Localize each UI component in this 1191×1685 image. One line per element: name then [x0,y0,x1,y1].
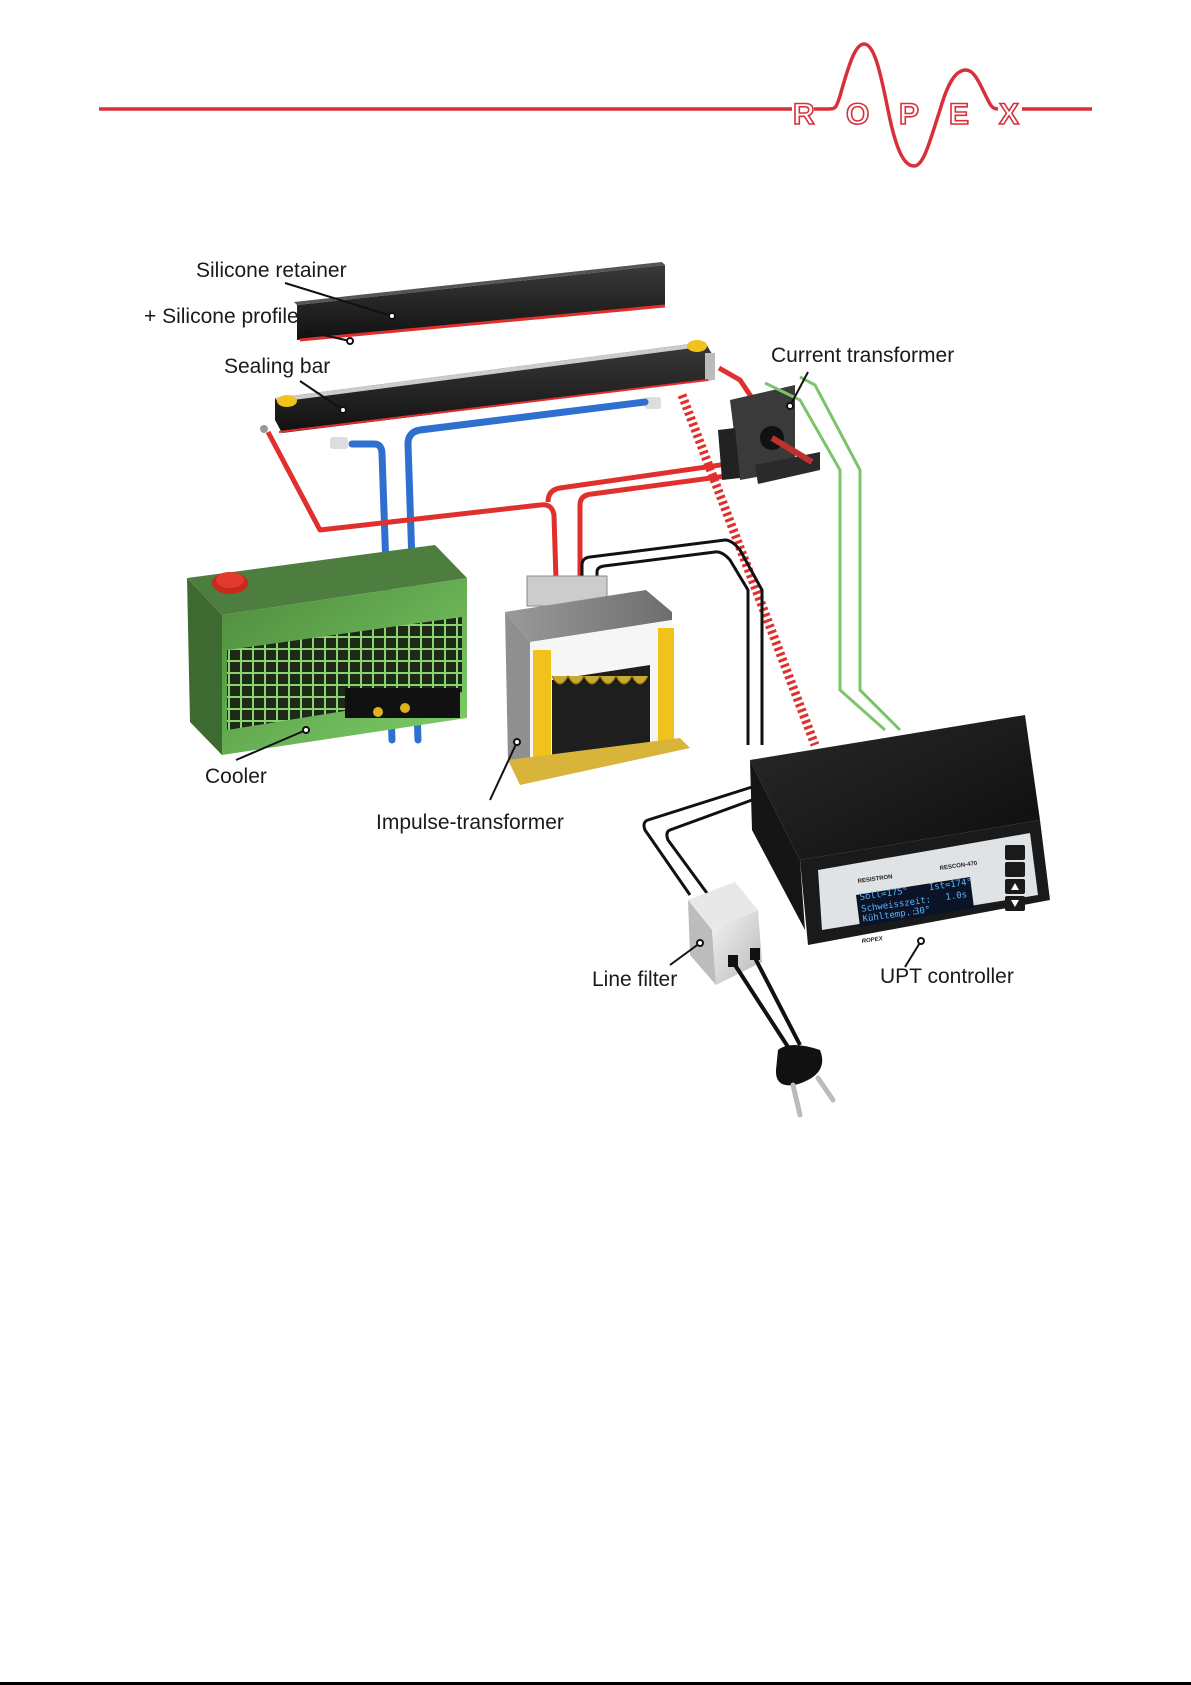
display-line-cool-value: 30° [914,905,931,917]
ropex-logo: R O P E X [784,42,1022,168]
logo-letter-o: O [846,98,869,131]
label-impulse-transformer: Impulse-transformer [376,811,564,834]
impulse-transformer-body [505,575,690,785]
sealing-bar [260,340,715,449]
page-bottom-rule [0,1682,1191,1685]
control-wires [580,538,764,901]
controller-brand-left: RESISTRON [857,874,893,885]
enter-button-icon [1005,862,1025,877]
current-transformer-body [718,385,820,484]
label-silicone-profile: + Silicone profile [144,305,299,328]
display-line-weld-value: 1.0s [945,890,968,903]
silicone-retainer [294,262,666,342]
coolant-hoses [348,398,649,744]
logo-letter-p: P [899,98,919,131]
label-current-transformer: Current transformer [771,344,955,367]
upt-controller-body: RESISTRON RESCON-470 ROPEX Soll=175° Ist… [750,715,1050,945]
controller-maker: ROPEX [861,936,884,945]
down-arrow-icon [1011,900,1019,907]
loop-icon [1005,845,1025,860]
logo-wave [784,42,1020,168]
coiled-cable [677,393,820,747]
leader-lines [235,282,925,968]
cooler-body [187,545,467,755]
label-cooler: Cooler [205,765,267,788]
logo-letter-r: R [793,98,815,131]
label-silicone-retainer: Silicone retainer [196,259,347,282]
up-arrow-icon [1011,883,1019,890]
controller-brand-right: RESCON-470 [939,861,978,872]
label-line-filter: Line filter [592,968,678,991]
signal-wires [764,375,902,732]
label-sealing-bar: Sealing bar [224,355,331,378]
label-upt-controller: UPT controller [880,965,1014,988]
logo-letter-x: X [999,98,1019,131]
logo-letter-e: E [949,98,969,131]
page-header: R O P E X [99,42,1092,168]
